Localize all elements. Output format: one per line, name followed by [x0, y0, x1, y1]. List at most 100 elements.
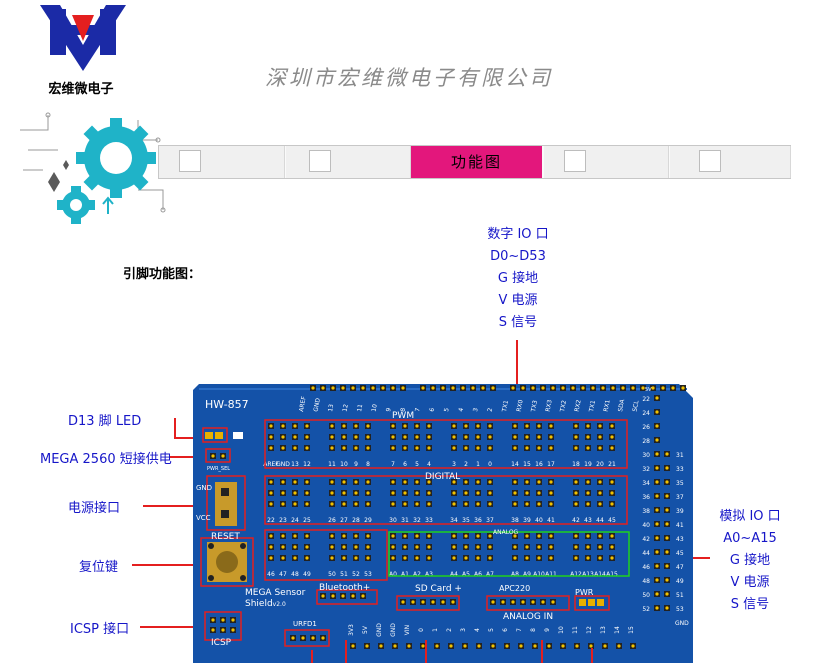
pin-pad	[391, 534, 395, 538]
row-pin-label: 39	[523, 517, 531, 524]
pin-pad	[665, 508, 669, 512]
bottom-pin-label: 11	[572, 626, 579, 634]
row-pin-label: 26	[328, 517, 336, 524]
reset-leg	[208, 543, 214, 549]
row-pin-label: 33	[425, 517, 433, 524]
bottom-pin-label: 7	[516, 628, 523, 632]
power-frame	[206, 475, 246, 531]
pin-pad	[491, 386, 495, 390]
pin-pad	[601, 386, 605, 390]
row-pin-label: 47	[279, 571, 287, 578]
pin-pad	[311, 636, 315, 640]
apc-frame	[486, 595, 570, 611]
analog-in-silk: ANALOG IN	[503, 612, 554, 622]
pin-pad	[655, 578, 659, 582]
mega-silk-shield: Shield	[245, 599, 273, 609]
pin-pad	[305, 435, 309, 439]
pin-pad	[665, 606, 669, 610]
pin-pad	[549, 545, 553, 549]
pin-pad	[321, 636, 325, 640]
annotation-line: S 信号	[498, 315, 538, 330]
bottom-pin-label: GND	[390, 623, 397, 637]
row-pin-label: A7	[486, 571, 494, 578]
pin-pad	[655, 536, 659, 540]
pin-pad	[451, 600, 455, 604]
pin-pad	[452, 424, 456, 428]
pin-pad	[505, 644, 509, 648]
pin-pad	[371, 386, 375, 390]
pin-pad	[488, 446, 492, 450]
pin-pad	[427, 480, 431, 484]
row-pin-label: 17	[547, 461, 555, 468]
pin-pad	[342, 446, 346, 450]
pin-pad	[598, 491, 602, 495]
bottom-pin-label: 9	[544, 628, 551, 632]
banner-segment	[670, 146, 791, 178]
bottom-pin-label: 13	[600, 626, 607, 634]
pin-pad	[366, 545, 370, 549]
pin-pad	[411, 600, 415, 604]
row-pin-label: A6	[474, 571, 482, 578]
pin-pad	[391, 435, 395, 439]
row-pin-label: 48	[291, 571, 299, 578]
top-pin-label: 3	[472, 407, 480, 412]
reset-frame	[200, 537, 254, 587]
pin-pad	[354, 556, 358, 560]
pin-pad	[351, 644, 355, 648]
pin-pad	[221, 454, 225, 458]
company-name: 深圳市宏维微电子有限公司	[265, 66, 553, 90]
pin-pad	[603, 644, 607, 648]
right-pin-label: 36	[642, 494, 650, 501]
pin-pad	[525, 435, 529, 439]
pin-pad	[421, 644, 425, 648]
pin-pad	[211, 618, 215, 622]
pin-pad	[655, 606, 659, 610]
pin-pad	[549, 491, 553, 495]
pin-pad	[342, 502, 346, 506]
pin-pad	[586, 491, 590, 495]
pin-pad	[641, 386, 645, 390]
right-pin-label: 53	[676, 606, 684, 613]
row-pin-label: 7	[391, 461, 395, 468]
right-pin-label: 37	[676, 494, 684, 501]
top-pin-label: 12	[342, 403, 350, 412]
pin-pad	[631, 644, 635, 648]
pin-pad	[655, 452, 659, 456]
pin-pad	[537, 534, 541, 538]
pin-pad	[211, 628, 215, 632]
pin-pad	[321, 594, 325, 598]
pin-pad	[330, 502, 334, 506]
pin-pad	[211, 454, 215, 458]
row-pin-label: A3	[425, 571, 433, 578]
analog-frame	[388, 531, 630, 577]
right-pin-label: 46	[642, 564, 650, 571]
pin-pad	[598, 480, 602, 484]
row-pin-label: 32	[413, 517, 421, 524]
pin-pad	[598, 556, 602, 560]
pin-pad	[351, 594, 355, 598]
right-pin-label: 47	[676, 564, 684, 571]
pin-pad	[471, 386, 475, 390]
pin-pad	[537, 424, 541, 428]
pin-pad	[431, 386, 435, 390]
pwrsel-silk: PWR_SEL	[207, 466, 231, 472]
row-pin-label: 8	[366, 461, 370, 468]
pwr-silk: PWR	[575, 588, 594, 597]
digital-annotation: 数字 IO 口 D0~D53 G 接地 V 电源 S 信号	[475, 224, 561, 334]
row-pin-label: 50	[328, 571, 336, 578]
row-pin-label: 11	[328, 461, 336, 468]
row-pin-label: 5	[415, 461, 419, 468]
pin-pad	[269, 534, 273, 538]
digital-frame	[264, 529, 388, 581]
top-pin-label: 7	[414, 407, 422, 412]
pin-pad	[452, 502, 456, 506]
pin-pad	[281, 556, 285, 560]
pin-pad	[366, 556, 370, 560]
pin-pad	[427, 556, 431, 560]
pwm-silk: PWM	[392, 411, 415, 421]
pin-pad	[366, 424, 370, 428]
row-pin-label: 38	[511, 517, 519, 524]
pin-pad	[665, 494, 669, 498]
pin-pad	[549, 534, 553, 538]
